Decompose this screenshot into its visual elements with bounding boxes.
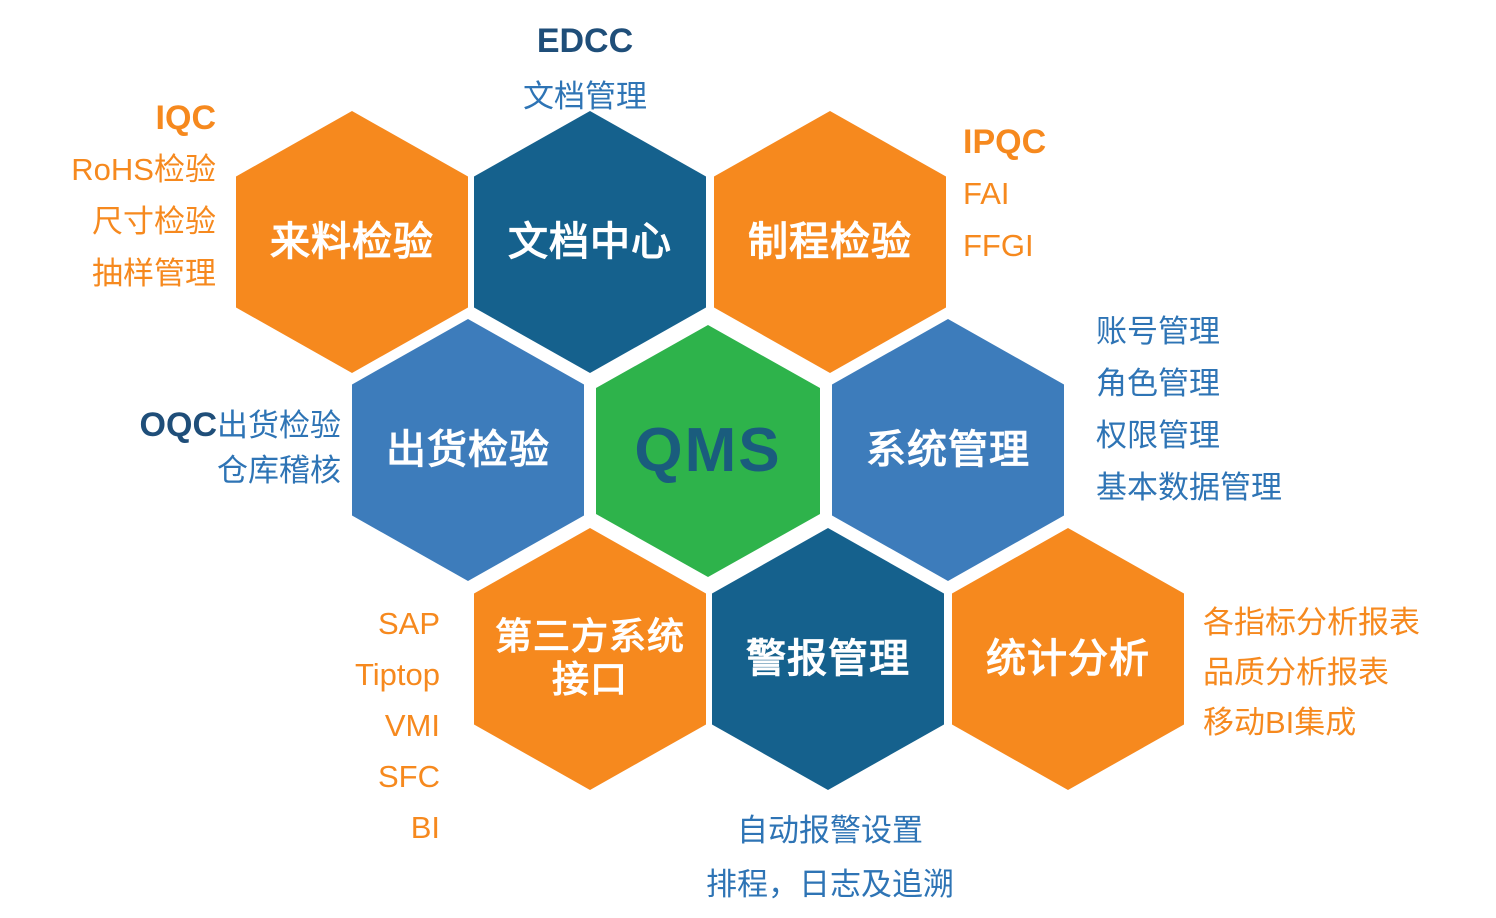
- hex-alarm-management: 警报管理: [712, 528, 944, 790]
- annotation-system-item: 账号管理: [1096, 314, 1220, 349]
- hex-third-party-interface-label-line1: 第三方系统: [495, 616, 685, 658]
- annotation-third-party: SAP Tiptop VMI SFC BI: [276, 598, 440, 853]
- hex-shipping-inspection-label: 出货检验: [386, 428, 550, 472]
- hex-third-party-interface: 第三方系统 接口: [474, 528, 706, 790]
- annotation-oqc-title-line: OQC出货检验: [55, 403, 341, 448]
- annotation-system-item: 角色管理: [1096, 366, 1220, 401]
- hex-statistics-analysis-label: 统计分析: [986, 637, 1150, 681]
- hex-alarm-management-label: 警报管理: [746, 637, 910, 681]
- hex-process-inspection: 制程检验: [714, 111, 946, 373]
- hex-third-party-interface-label-line2: 接口: [552, 659, 628, 700]
- qms-title: QMS: [634, 416, 782, 486]
- hex-statistics-analysis: 统计分析: [952, 528, 1184, 790]
- annotation-ipqc: IPQC FAI FFGI: [963, 116, 1193, 272]
- annotation-statistics: 各指标分析报表 品质分析报表 移动BI集成: [1203, 598, 1493, 748]
- hex-document-center: 文档中心: [474, 111, 706, 373]
- annotation-system-item: 权限管理: [1096, 418, 1220, 453]
- annotation-third-party-item: Tiptop: [354, 657, 440, 692]
- hex-third-party-interface-label: 第三方系统 接口: [495, 616, 685, 701]
- annotation-iqc-item: RoHS检验: [71, 152, 216, 187]
- annotation-edcc-title: EDCC: [536, 22, 634, 60]
- annotation-third-party-item: SAP: [377, 606, 440, 641]
- hex-incoming-inspection-label: 来料检验: [270, 220, 434, 264]
- hex-document-center-label: 文档中心: [508, 220, 672, 264]
- annotation-statistics-item: 移动BI集成: [1203, 705, 1357, 740]
- annotation-system-management: 账号管理 角色管理 权限管理 基本数据管理: [1096, 306, 1406, 514]
- annotation-iqc-title: IQC: [155, 99, 216, 137]
- hex-qms-center: QMS: [596, 325, 820, 577]
- annotation-edcc-item: 文档管理: [523, 79, 647, 114]
- hex-process-inspection-label: 制程检验: [748, 220, 912, 264]
- annotation-third-party-item: VMI: [384, 708, 440, 743]
- annotation-third-party-item: SFC: [378, 759, 440, 794]
- annotation-statistics-item: 各指标分析报表: [1203, 605, 1420, 640]
- annotation-alarm-item: 自动报警设置: [737, 813, 923, 848]
- hex-incoming-inspection: 来料检验: [236, 111, 468, 373]
- hex-system-management-label: 系统管理: [866, 428, 1030, 472]
- annotation-third-party-item: BI: [410, 810, 440, 845]
- annotation-ipqc-title: IPQC: [963, 123, 1047, 161]
- annotation-oqc-item: 仓库稽核: [217, 453, 341, 488]
- annotation-oqc-title: OQC: [139, 406, 217, 444]
- annotation-edcc: EDCC 文档管理: [440, 14, 730, 124]
- annotation-oqc: OQC出货检验 仓库稽核: [55, 403, 341, 493]
- annotation-iqc: IQC RoHS检验 尺寸检验 抽样管理: [24, 92, 216, 300]
- hex-shipping-inspection: 出货检验: [352, 319, 584, 581]
- annotation-iqc-item: 尺寸检验: [92, 204, 216, 239]
- annotation-oqc-title-suffix: 出货检验: [217, 408, 341, 443]
- annotation-ipqc-item: FAI: [963, 176, 1010, 211]
- hex-system-management: 系统管理: [832, 319, 1064, 581]
- annotation-alarm-item: 排程，日志及追溯: [706, 867, 954, 902]
- annotation-alarm: 自动报警设置 排程，日志及追溯: [628, 804, 1032, 912]
- annotation-ipqc-item: FFGI: [963, 228, 1034, 263]
- annotation-statistics-item: 品质分析报表: [1203, 655, 1389, 690]
- annotation-system-item: 基本数据管理: [1096, 470, 1282, 505]
- annotation-iqc-item: 抽样管理: [92, 256, 216, 291]
